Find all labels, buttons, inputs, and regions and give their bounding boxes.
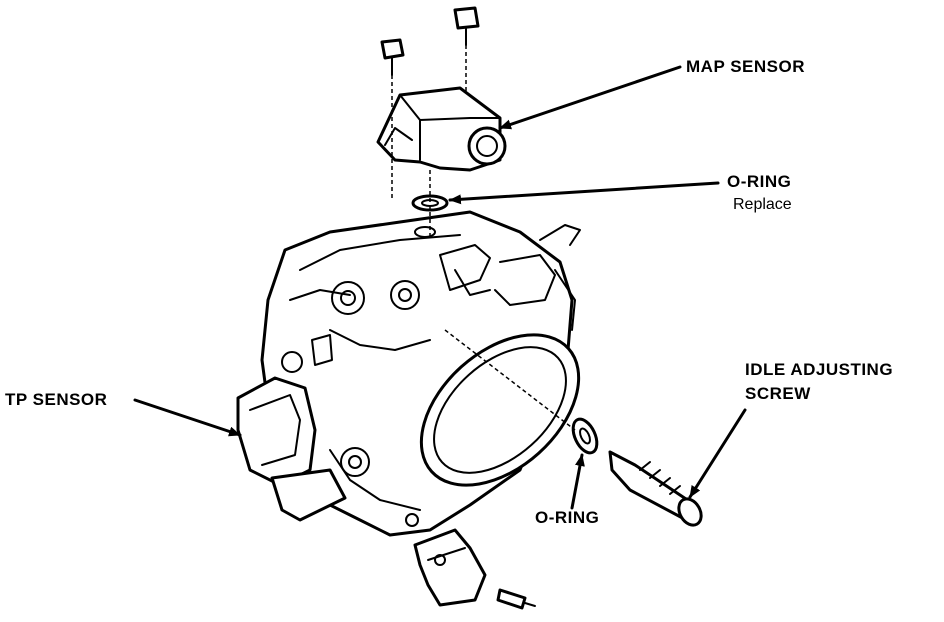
o-ring-top-note: Replace bbox=[733, 196, 792, 213]
o-ring-top-arrow bbox=[448, 181, 720, 205]
tp-sensor-arrow bbox=[133, 398, 242, 437]
map-sensor-part bbox=[376, 86, 507, 172]
o-ring-top-part bbox=[411, 194, 449, 212]
o-ring-bottom-label: O-RING bbox=[535, 508, 599, 527]
o-ring-bottom-part bbox=[571, 417, 599, 455]
throttle-bore bbox=[419, 333, 581, 487]
bracket-part bbox=[413, 528, 536, 610]
tp-sensor-label: TP SENSOR bbox=[5, 390, 107, 409]
idle-screw-arrow bbox=[688, 408, 747, 499]
idle-screw-label-1: IDLE ADJUSTING bbox=[745, 360, 893, 379]
map-sensor-label: MAP SENSOR bbox=[686, 57, 805, 76]
idle-screw-label-2: SCREW bbox=[745, 384, 811, 403]
map-sensor-bolts bbox=[380, 6, 480, 200]
map-sensor-arrow bbox=[498, 65, 682, 130]
idle-adjusting-screw-part bbox=[608, 450, 703, 527]
o-ring-bottom-arrow bbox=[570, 453, 585, 510]
tp-sensor-part bbox=[236, 334, 347, 522]
o-ring-top-label: O-RING bbox=[727, 172, 791, 191]
